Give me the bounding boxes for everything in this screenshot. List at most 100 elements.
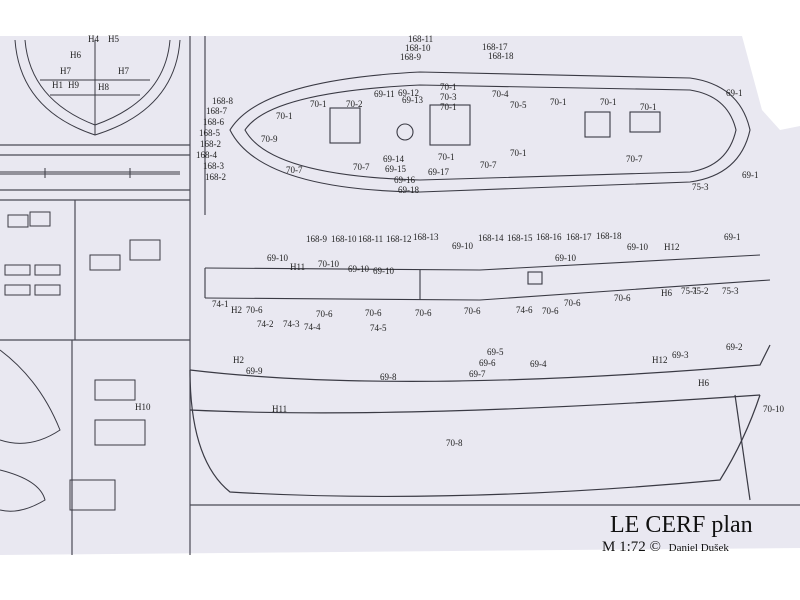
label: 69-8 [380, 372, 397, 382]
label: H12 [652, 355, 668, 365]
label: 70-7 [353, 162, 370, 172]
label: 70-10 [763, 404, 784, 414]
label: 70-6 [365, 308, 382, 318]
label: 69-13 [402, 95, 423, 105]
label: 69-15 [385, 164, 406, 174]
label: 168-10 [405, 43, 431, 53]
label: 69-18 [398, 185, 419, 195]
side-elevation-drawing [204, 254, 771, 301]
label: H2 [231, 305, 242, 315]
label: 70-9 [261, 134, 278, 144]
label: 69-1 [726, 88, 743, 98]
hull-profile-drawing [189, 344, 771, 501]
body-section-drawing [14, 39, 181, 136]
plan-scale: M 1:72 [602, 539, 646, 555]
label: 70-3 [440, 92, 457, 102]
label: H1 [52, 80, 63, 90]
title-block: LE CERF plan M 1:72 © Daniel Dušek [602, 512, 753, 556]
label: 69-6 [479, 358, 496, 368]
label: 70-6 [564, 298, 581, 308]
label: 70-1 [550, 97, 567, 107]
label: H2 [233, 355, 244, 365]
label: 168-14 [478, 233, 504, 243]
label: 70-8 [446, 438, 463, 448]
label: 70-1 [510, 148, 527, 158]
label: H6 [661, 288, 672, 298]
label: 168-10 [331, 234, 357, 244]
label: 70-4 [492, 89, 509, 99]
label: 69-12 [398, 88, 419, 98]
label: 74-6 [516, 305, 533, 315]
label: 70-1 [440, 82, 457, 92]
label: H4 [88, 34, 99, 44]
deck-plan-labels: 168-11 168-10 168-9 168-17 168-18 168-8 … [196, 34, 759, 195]
label: 168-18 [596, 231, 622, 241]
label: 70-6 [614, 293, 631, 303]
label: 70-1 [440, 102, 457, 112]
label: 168-11 [408, 34, 433, 44]
label: 69-17 [428, 167, 449, 177]
label: 168-17 [566, 232, 592, 242]
plan-author: Daniel Dušek [668, 542, 729, 554]
label: 70-6 [464, 306, 481, 316]
label: 168-15 [507, 233, 533, 243]
label: 168-6 [203, 117, 224, 127]
label: 168-16 [536, 232, 562, 242]
label: 168-8 [212, 96, 233, 106]
hull-profile-labels: 69-5 69-6 69-4 69-7 69-8 H2 69-9 H11 70-… [233, 342, 784, 448]
label: H7 [60, 66, 71, 76]
label: 70-2 [346, 99, 363, 109]
label: 69-1 [742, 170, 759, 180]
label: 74-1 [212, 299, 229, 309]
label: 70-6 [542, 306, 559, 316]
label: 69-10 [555, 253, 576, 263]
label: 75-3 [722, 286, 739, 296]
label: H11 [272, 404, 287, 414]
paper [0, 36, 800, 600]
label: 70-1 [600, 97, 617, 107]
label: H8 [98, 82, 109, 92]
label: 168-3 [203, 161, 224, 171]
fitting-details [0, 211, 161, 512]
label: 69-10 [452, 241, 473, 251]
label: H7 [118, 66, 129, 76]
label: 69-10 [267, 253, 288, 263]
plan-title: LE CERF plan [610, 512, 753, 538]
label: 69-5 [487, 347, 504, 357]
label: 75-2 [692, 286, 709, 296]
label: 74-3 [283, 319, 300, 329]
label: 69-10 [627, 242, 648, 252]
side-elevation-labels: 69-10 H11 70-10 69-10 69-10 69-10 74-1 H… [212, 253, 739, 333]
label: H5 [108, 34, 119, 44]
label: 70-1 [276, 111, 293, 121]
label: 70-1 [310, 99, 327, 109]
label: 69-3 [672, 350, 689, 360]
label: H10 [135, 402, 151, 412]
label: 69-10 [373, 266, 394, 276]
label: 69-2 [726, 342, 743, 352]
label: 168-13 [413, 232, 439, 242]
upper-callout-labels: 168-9 168-10 168-11 168-12 168-13 69-10 … [306, 231, 741, 252]
label: 74-2 [257, 319, 274, 329]
label: 168-2 [205, 172, 226, 182]
label: 168-18 [488, 51, 514, 61]
label: H9 [68, 80, 79, 90]
label: 168-17 [482, 42, 508, 52]
label: H6 [698, 378, 709, 388]
label: 70-7 [480, 160, 497, 170]
label: 70-6 [415, 308, 432, 318]
label: 74-4 [304, 322, 321, 332]
label: 69-7 [469, 369, 486, 379]
label: 168-2 [200, 139, 221, 149]
label: 70-1 [438, 152, 455, 162]
label: 69-10 [348, 264, 369, 274]
label: 168-9 [306, 234, 327, 244]
label: 69-1 [724, 232, 741, 242]
label: H11 [290, 262, 305, 272]
label: 69-4 [530, 359, 547, 369]
label: 70-7 [286, 165, 303, 175]
label: 168-5 [199, 128, 220, 138]
label: H12 [664, 242, 680, 252]
body-section-labels: H4 H5 H6 H7 H8 H9 H1 H7 [52, 34, 129, 92]
